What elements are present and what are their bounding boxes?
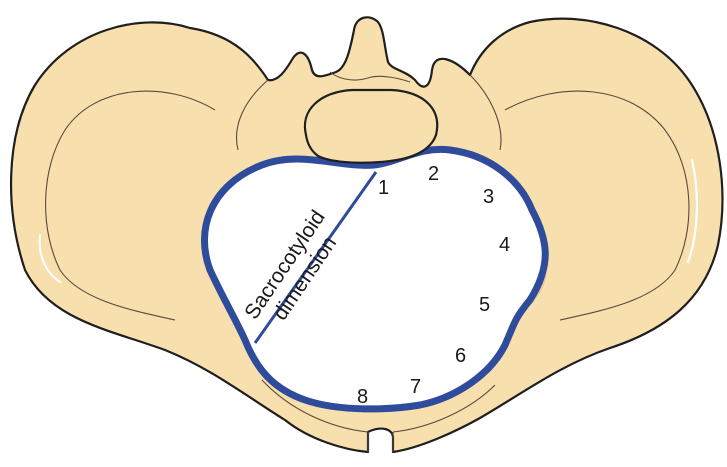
point-label-6: 6 [455,345,466,367]
sacrocotyloid-dimension-line [253,171,378,344]
right-ala-highlight [686,158,698,264]
point-label-4: 4 [499,234,510,256]
point-label-8: 8 [357,386,368,408]
point-label-3: 3 [483,186,494,208]
point-label-7: 7 [410,376,421,398]
left-ala-contour [45,90,216,321]
sacral-promontory [303,88,439,164]
sacrum-inner-line [329,71,411,83]
right-ala-contour [504,90,690,321]
sacrum-right-contour [469,74,502,151]
point-label-1: 1 [378,177,389,199]
symphysis-contour [367,432,394,452]
sacrum-left-contour [236,79,269,151]
lower-pubic-contour [261,379,496,433]
left-ala-highlight [38,233,62,284]
point-label-2: 2 [428,163,439,185]
point-label-5: 5 [479,294,490,316]
